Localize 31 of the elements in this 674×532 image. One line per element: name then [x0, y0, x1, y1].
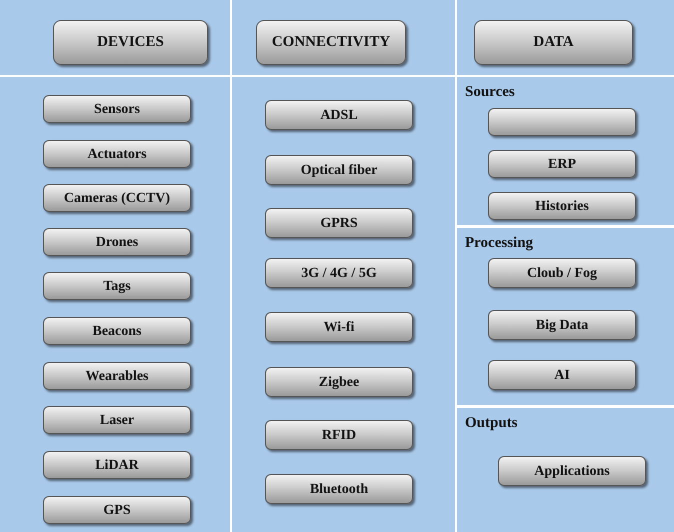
item-button: Bluetooth	[265, 474, 413, 504]
item-button: Applications	[498, 456, 646, 486]
item-button: ERP	[488, 150, 636, 178]
item-button	[488, 108, 636, 136]
item-button: Wi-fi	[265, 312, 413, 342]
header-button: DEVICES	[53, 20, 208, 65]
item-button: Zigbee	[265, 367, 413, 397]
item-button: Drones	[43, 228, 191, 256]
item-button: Sensors	[43, 95, 191, 123]
header-button: DATA	[474, 20, 633, 65]
item-button: Laser	[43, 406, 191, 434]
item-button: AI	[488, 360, 636, 390]
item-button: ADSL	[265, 100, 413, 130]
section-heading: Processing	[465, 234, 534, 253]
section-heading: Outputs	[465, 414, 518, 433]
item-button: Cameras (CCTV)	[43, 184, 191, 212]
item-button: Cloub / Fog	[488, 258, 636, 288]
item-button: GPS	[43, 496, 191, 524]
item-button: GPRS	[265, 208, 413, 238]
item-button: Optical fiber	[265, 155, 413, 185]
item-button: Big Data	[488, 310, 636, 340]
section-heading: Sources	[465, 83, 515, 102]
header-button: CONNECTIVITY	[256, 20, 406, 65]
item-button: Tags	[43, 272, 191, 300]
item-button: Wearables	[43, 362, 191, 390]
item-button: Histories	[488, 192, 636, 220]
item-button: Actuators	[43, 140, 191, 168]
item-button: 3G / 4G / 5G	[265, 258, 413, 288]
item-button: Beacons	[43, 317, 191, 345]
item-button: LiDAR	[43, 451, 191, 479]
item-button: RFID	[265, 420, 413, 450]
